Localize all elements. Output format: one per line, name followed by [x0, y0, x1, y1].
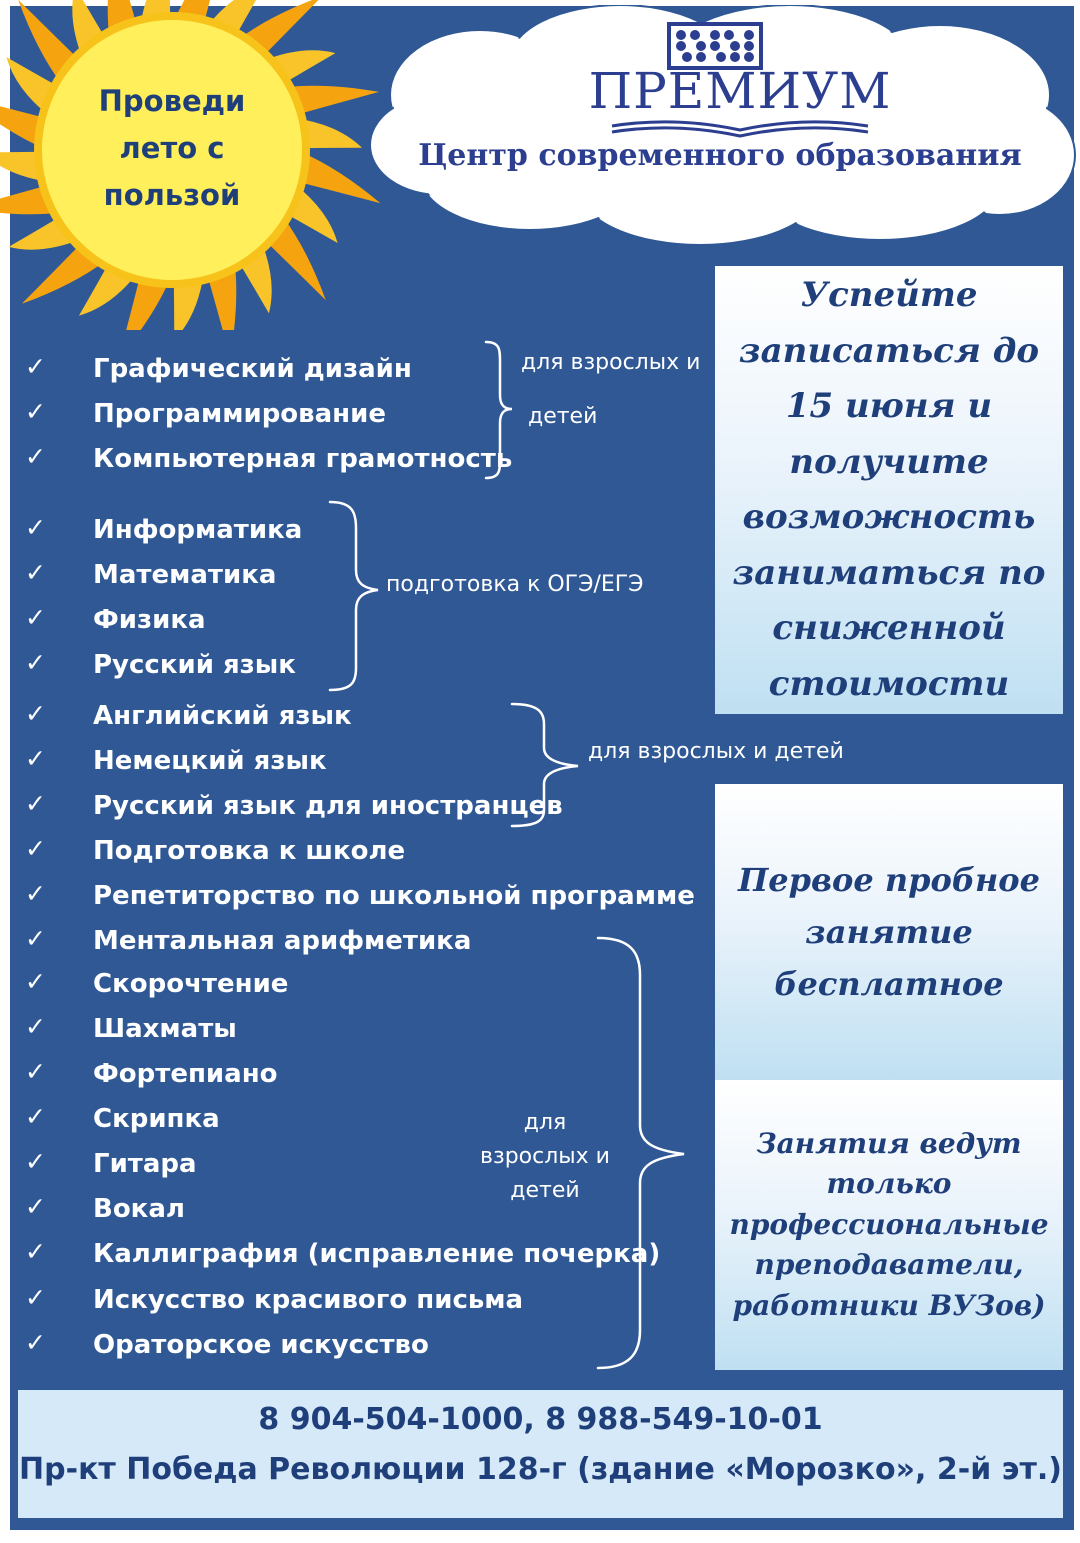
promo-line: преподаватели, [754, 1248, 1024, 1282]
sun-ray [126, 274, 171, 330]
sun-text-line: Проведи [98, 84, 246, 118]
promo-line: Занятия ведут [756, 1126, 1022, 1160]
promo-line: 15 июня и [785, 386, 993, 426]
sun-ray [296, 118, 362, 149]
course-item: Русский язык [93, 650, 296, 680]
course-item: Искусство красивого письма [93, 1285, 524, 1315]
check-icon: ✓ [25, 879, 46, 908]
check-icon: ✓ [25, 744, 46, 773]
book-icon [611, 120, 869, 138]
check-icon: ✓ [25, 648, 46, 677]
promo-line: возможность [742, 497, 1036, 537]
sun-circle [42, 20, 302, 280]
promo-line: Первое пробное [738, 861, 1040, 899]
check-icon: ✓ [25, 1237, 46, 1266]
check-icon: ✓ [25, 1147, 46, 1176]
sun-text: Проведи лето с пользой [62, 78, 282, 219]
promo-line: работники ВУЗов) [732, 1288, 1046, 1322]
group-note-line: взрослых и [480, 1144, 610, 1169]
course-item: Компьютерная грамотность [93, 444, 513, 474]
check-icon: ✓ [25, 924, 46, 953]
course-item: Скрипка [93, 1104, 220, 1134]
check-icon: ✓ [25, 397, 46, 426]
group-note: подготовка к ОГЭ/ЕГЭ [386, 572, 644, 597]
course-item: Ментальная арифметика [93, 926, 472, 956]
promo-line: заниматься по [732, 552, 1046, 593]
promo-line: бесплатное [774, 965, 1004, 1003]
promo-line: получите [789, 441, 989, 482]
course-item: Репетиторство по школьной программе [93, 881, 695, 911]
check-icon: ✓ [25, 513, 46, 542]
promo-line: сниженной [772, 608, 1006, 648]
logo-tagline: Центр современного образования [418, 138, 1022, 173]
course-item: Вокал [93, 1194, 185, 1224]
promo-box-free-lesson: Первое пробное занятие бесплатное [715, 784, 1063, 1080]
logo-name: ПРЕМИУМ [588, 62, 892, 120]
check-icon: ✓ [25, 1192, 46, 1221]
check-icon: ✓ [25, 1328, 46, 1357]
check-icon: ✓ [25, 1283, 46, 1312]
group-note: детей [528, 404, 598, 429]
check-icon: ✓ [25, 1012, 46, 1041]
group-note: для взрослых и детей [470, 1106, 620, 1208]
check-icon: ✓ [25, 1102, 46, 1131]
course-item: Русский язык для иностранцев [93, 791, 563, 821]
check-icon: ✓ [25, 834, 46, 863]
promo-line: стоимости [768, 663, 1010, 704]
promo-box-teachers: Занятия ведут только профессиональные пр… [715, 1080, 1063, 1370]
abacus-icon [667, 22, 763, 70]
promo-line: профессиональные [729, 1207, 1049, 1241]
check-icon: ✓ [25, 603, 46, 632]
check-icon: ✓ [25, 352, 46, 381]
course-item: Графический дизайн [93, 354, 412, 384]
check-icon: ✓ [25, 967, 46, 996]
promo-line: только [826, 1167, 952, 1201]
cloud [369, 5, 1076, 246]
sun-text-line: пользой [103, 178, 241, 212]
phone-numbers: 8 904-504-1000, 8 988-549-10-01 [258, 1402, 823, 1437]
contacts-box: 8 904-504-1000, 8 988-549-10-01 Пр-кт По… [18, 1390, 1063, 1518]
promo-box-discount: Успейте записаться до 15 июня и получите… [715, 266, 1063, 714]
group-note: для взрослых и детей [588, 739, 844, 764]
check-icon: ✓ [25, 442, 46, 471]
check-icon: ✓ [25, 699, 46, 728]
check-icon: ✓ [25, 789, 46, 818]
check-icon: ✓ [25, 558, 46, 587]
course-item: Гитара [93, 1149, 197, 1179]
sun-icon [0, 0, 380, 330]
course-item: Программирование [93, 399, 386, 429]
sun-ray [296, 151, 380, 204]
course-item: Английский язык [93, 701, 352, 731]
group-note-line: детей [510, 1178, 580, 1203]
course-item: Подготовка к школе [93, 836, 406, 866]
sun-ray [283, 85, 380, 116]
course-item: Информатика [93, 515, 303, 545]
course-item: Шахматы [93, 1014, 237, 1044]
group-note-line: для [523, 1110, 567, 1135]
course-item: Ораторское искусство [93, 1330, 429, 1360]
course-item: Фортепиано [93, 1059, 278, 1089]
promo-line: записаться до [738, 330, 1040, 371]
course-item: Немецкий язык [93, 746, 327, 776]
promo-line: Успейте [800, 275, 978, 315]
course-item: Математика [93, 560, 277, 590]
course-item: Скорочтение [93, 969, 289, 999]
address: Пр-кт Победа Революции 128-г (здание «Мо… [19, 1452, 1062, 1487]
course-item: Каллиграфия (исправление почерка) [93, 1239, 661, 1269]
course-item: Физика [93, 605, 206, 635]
check-icon: ✓ [25, 1057, 46, 1086]
sun-ray [173, 274, 204, 330]
promo-line: занятие [805, 913, 973, 951]
group-note: для взрослых и [521, 350, 701, 375]
sun-text-line: лето с [119, 131, 225, 165]
